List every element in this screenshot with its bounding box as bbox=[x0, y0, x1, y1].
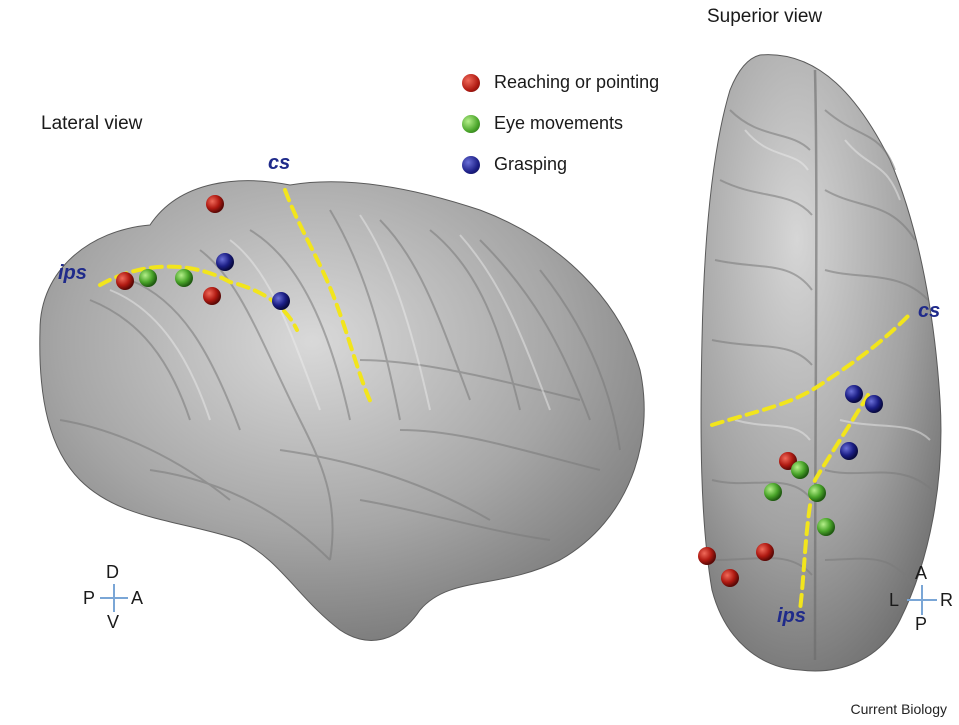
superior-left-label: L bbox=[889, 590, 900, 610]
reaching-sphere bbox=[756, 543, 774, 561]
eye-movements-sphere bbox=[764, 483, 782, 501]
reaching-sphere bbox=[698, 547, 716, 565]
lateral-ventral-label: V bbox=[107, 612, 120, 632]
grasping-sphere bbox=[845, 385, 863, 403]
lateral-brain bbox=[39, 180, 645, 641]
superior-anterior-label: A bbox=[915, 563, 928, 583]
grasping-dot-icon bbox=[462, 156, 480, 174]
lateral-cs-line bbox=[283, 188, 374, 407]
reaching-sphere bbox=[721, 569, 739, 587]
eye-movements-dot-icon bbox=[462, 115, 480, 133]
reaching-dot-icon bbox=[462, 74, 480, 92]
lateral-orientation-cross bbox=[100, 584, 128, 612]
eye-movements-sphere bbox=[175, 269, 193, 287]
superior-posterior-label: P bbox=[915, 614, 928, 634]
superior-orientation-cross bbox=[907, 585, 937, 615]
lateral-ips-label: ips bbox=[58, 262, 87, 284]
lateral-ips-line bbox=[98, 264, 299, 332]
lateral-cs-label: cs bbox=[268, 152, 291, 174]
reaching-sphere bbox=[203, 287, 221, 305]
lateral-view-title: Lateral view bbox=[41, 113, 143, 134]
grasping-sphere bbox=[865, 395, 883, 413]
grasping-sphere bbox=[216, 253, 234, 271]
superior-ips-label: ips bbox=[777, 605, 806, 627]
lateral-anterior-label: A bbox=[131, 588, 144, 608]
grasping-sphere bbox=[840, 442, 858, 460]
sulci-lines bbox=[98, 188, 914, 612]
superior-spheres bbox=[698, 385, 883, 587]
superior-brain bbox=[700, 54, 942, 672]
legend-label: Reaching or pointing bbox=[494, 72, 660, 92]
lateral-posterior-label: P bbox=[83, 588, 96, 608]
journal-credit: Current Biology bbox=[850, 701, 948, 717]
legend-label: Grasping bbox=[494, 154, 568, 174]
eye-movements-sphere bbox=[808, 484, 826, 502]
superior-right-label: R bbox=[940, 590, 953, 610]
superior-cs-label: cs bbox=[918, 300, 941, 322]
grasping-sphere bbox=[272, 292, 290, 310]
eye-movements-sphere bbox=[817, 518, 835, 536]
reaching-sphere bbox=[116, 272, 134, 290]
lateral-spheres bbox=[116, 195, 290, 310]
eye-movements-sphere bbox=[139, 269, 157, 287]
reaching-sphere bbox=[206, 195, 224, 213]
eye-movements-sphere bbox=[791, 461, 809, 479]
superior-view-title: Superior view bbox=[707, 6, 823, 27]
lateral-dorsal-label: D bbox=[106, 562, 119, 582]
superior-cs-line bbox=[710, 310, 914, 427]
superior-ips-line bbox=[798, 393, 870, 612]
legend-label: Eye movements bbox=[494, 113, 624, 133]
